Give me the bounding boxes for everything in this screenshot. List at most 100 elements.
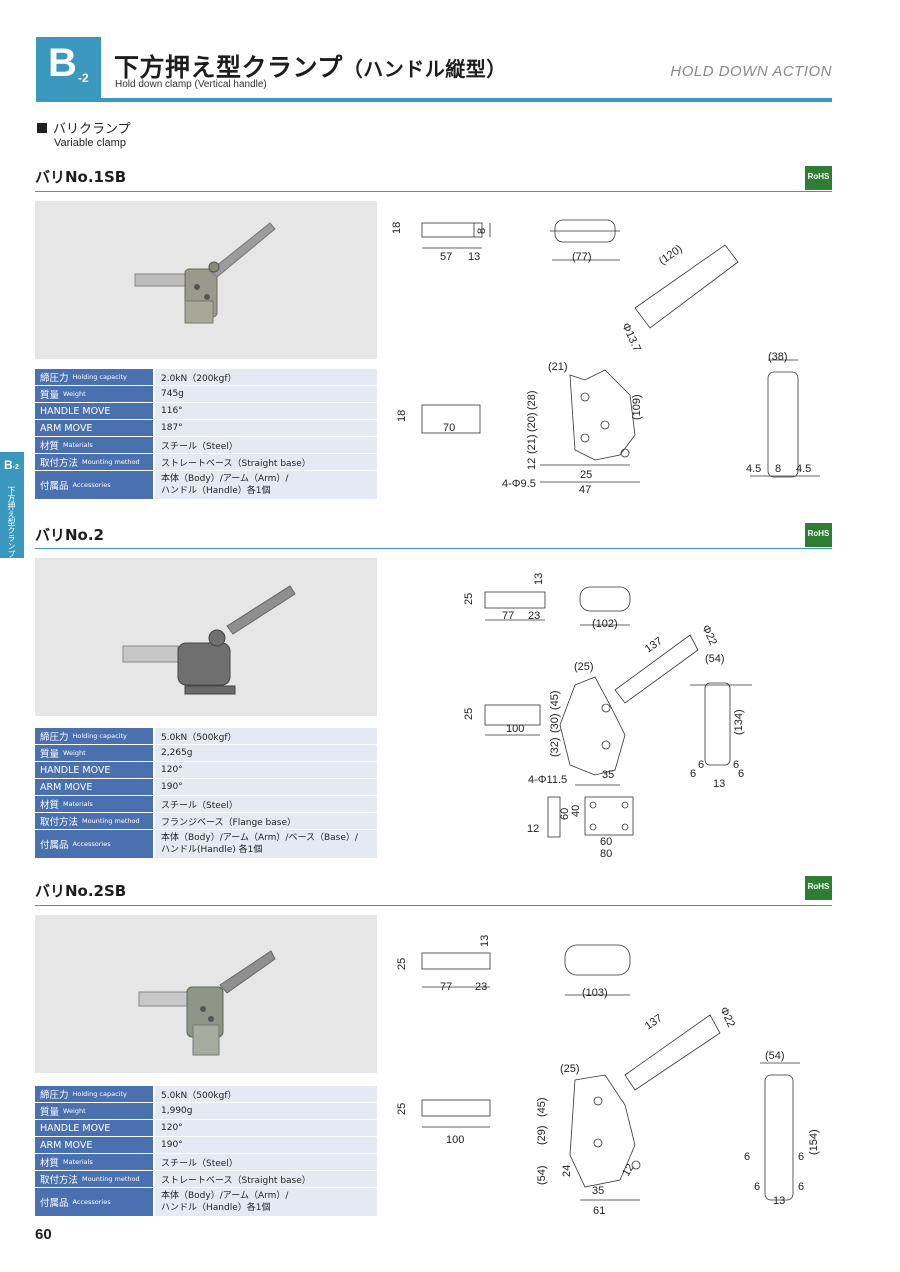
product-title: バリNo.2 xyxy=(35,526,104,544)
svg-text:13: 13 xyxy=(533,573,545,585)
svg-text:(77): (77) xyxy=(572,251,592,263)
svg-text:(30): (30) xyxy=(549,713,561,733)
svg-text:25: 25 xyxy=(580,469,592,481)
svg-text:(32): (32) xyxy=(549,737,561,757)
svg-text:(109): (109) xyxy=(631,394,643,420)
svg-text:12: 12 xyxy=(527,823,539,835)
section-rule xyxy=(35,548,832,549)
svg-text:6: 6 xyxy=(698,759,704,771)
svg-text:13: 13 xyxy=(713,778,725,790)
technical-drawing: 25 77 23 13 (103) 137 Φ22 25 100 (25) (4… xyxy=(396,935,820,1215)
svg-text:60: 60 xyxy=(600,836,612,848)
svg-text:(21): (21) xyxy=(526,434,538,454)
svg-text:6: 6 xyxy=(738,768,744,780)
svg-text:(134): (134) xyxy=(733,709,745,735)
svg-text:35: 35 xyxy=(602,769,614,781)
section-rule xyxy=(35,905,832,906)
section-badge: B -2 xyxy=(36,37,101,102)
svg-text:60: 60 xyxy=(559,808,571,820)
svg-text:24: 24 xyxy=(561,1165,573,1177)
section-number: -2 xyxy=(78,71,89,85)
svg-text:6: 6 xyxy=(798,1181,804,1193)
svg-text:6: 6 xyxy=(798,1151,804,1163)
rohs-badge: RoHS xyxy=(805,166,832,190)
svg-text:(20): (20) xyxy=(526,412,538,432)
rohs-badge: RoHS xyxy=(805,876,832,900)
side-index-tab[interactable]: B-2 下方押え型クランプ xyxy=(0,452,24,558)
svg-text:(102): (102) xyxy=(592,618,618,630)
svg-text:13: 13 xyxy=(468,251,480,263)
svg-text:6: 6 xyxy=(744,1151,750,1163)
svg-text:(45): (45) xyxy=(549,690,561,710)
product-title: バリNo.2SB xyxy=(35,882,127,900)
svg-text:23: 23 xyxy=(475,981,487,993)
svg-text:61: 61 xyxy=(593,1205,605,1215)
svg-text:Φ22: Φ22 xyxy=(699,623,719,647)
svg-text:100: 100 xyxy=(446,1134,464,1146)
svg-text:35: 35 xyxy=(592,1185,604,1197)
category-label: HOLD DOWN ACTION xyxy=(670,63,832,80)
svg-text:80: 80 xyxy=(600,848,612,860)
svg-text:12: 12 xyxy=(526,458,538,470)
side-tab-label: 下方押え型クランプ xyxy=(7,486,16,558)
svg-text:6: 6 xyxy=(690,768,696,780)
page-number: 60 xyxy=(35,1226,52,1243)
category-title: バリクランプ xyxy=(37,118,131,137)
svg-text:6: 6 xyxy=(733,759,739,771)
svg-text:137: 137 xyxy=(643,1012,665,1032)
section-rule xyxy=(35,191,832,192)
svg-text:8: 8 xyxy=(476,228,488,234)
svg-text:(54): (54) xyxy=(705,653,725,665)
svg-text:25: 25 xyxy=(396,1103,408,1115)
product-photo xyxy=(35,558,377,716)
svg-text:47: 47 xyxy=(579,484,591,496)
rohs-badge: RoHS xyxy=(805,523,832,547)
svg-text:4.5: 4.5 xyxy=(746,463,761,475)
svg-text:70: 70 xyxy=(443,422,455,434)
product-title: バリNo.1SB xyxy=(35,168,127,186)
svg-text:137: 137 xyxy=(643,635,665,655)
side-tab-code: B-2 xyxy=(4,458,19,472)
svg-text:(54): (54) xyxy=(536,1165,548,1185)
svg-text:(38): (38) xyxy=(768,351,788,363)
svg-text:77: 77 xyxy=(440,981,452,993)
svg-text:(120): (120) xyxy=(657,243,685,268)
technical-drawing: 25 77 23 13 (102) 137 Φ22 25 100 (25) (4… xyxy=(463,573,752,860)
svg-text:(103): (103) xyxy=(582,987,608,999)
svg-text:Φ13.7: Φ13.7 xyxy=(619,321,643,353)
svg-text:(25): (25) xyxy=(574,661,594,673)
svg-text:(154): (154) xyxy=(808,1129,820,1155)
page-subtitle: Hold down clamp (Vertical handle) xyxy=(115,79,267,90)
square-bullet-icon xyxy=(37,123,47,133)
svg-text:100: 100 xyxy=(506,723,524,735)
svg-text:Φ22: Φ22 xyxy=(717,1005,737,1029)
svg-text:6: 6 xyxy=(754,1181,760,1193)
svg-text:18: 18 xyxy=(391,222,403,234)
svg-text:4-Φ9.5: 4-Φ9.5 xyxy=(502,478,536,490)
svg-text:57: 57 xyxy=(440,251,452,263)
section-letter: B xyxy=(48,41,77,85)
svg-text:(45): (45) xyxy=(536,1097,548,1117)
